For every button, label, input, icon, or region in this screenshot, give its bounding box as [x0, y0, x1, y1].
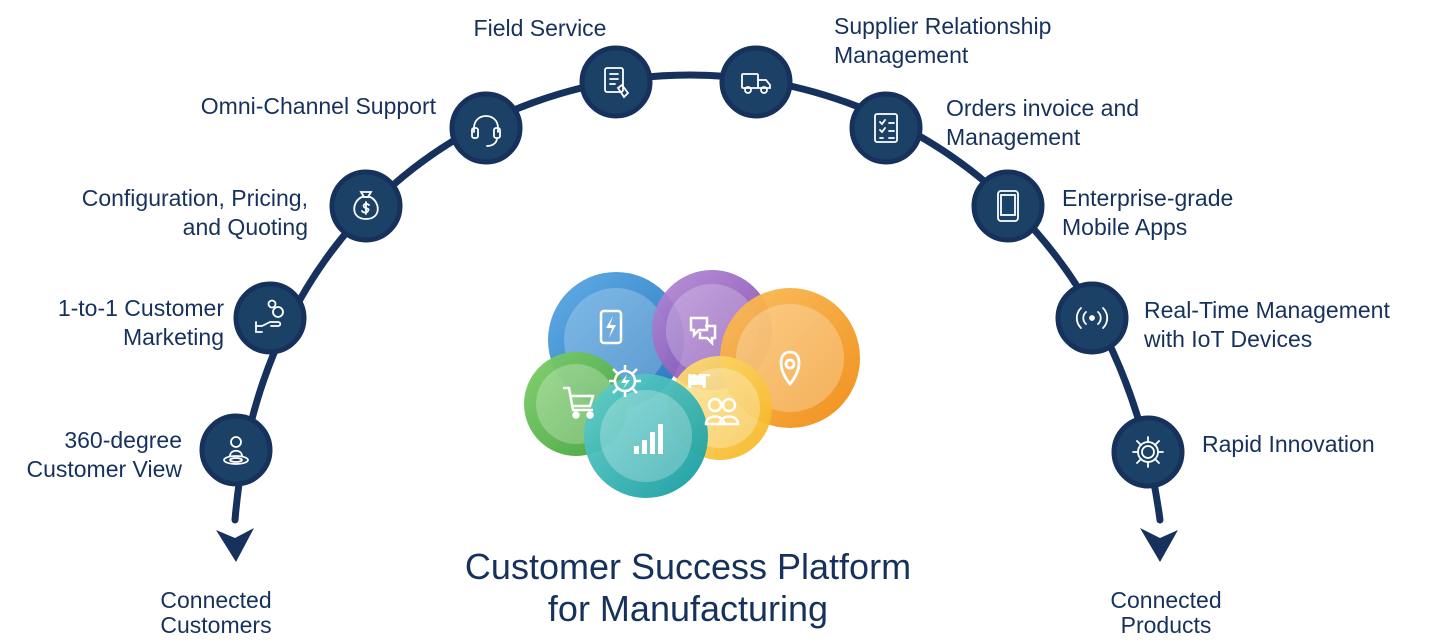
title-line-2: for Manufacturing	[547, 588, 829, 629]
node-label-line: 1-to-1 Customer	[57, 295, 224, 321]
node-label-mobile-apps: Enterprise-grade Mobile Apps	[1062, 184, 1233, 242]
node-label-line: Real-Time Management	[1144, 297, 1390, 323]
chat-bubbles-icon	[689, 316, 717, 347]
hand-coins-icon	[255, 299, 284, 333]
right-arrow-head	[1140, 528, 1178, 562]
node-label-line: Mobile Apps	[1062, 214, 1188, 240]
node-label-customer-marketing: 1-to-1 Customer Marketing	[58, 294, 224, 352]
node-tablet-touch	[579, 45, 653, 119]
node-label-cpq: Configuration, Pricing, and Quoting	[82, 184, 308, 242]
checklist-icon	[874, 113, 898, 143]
page-title: Customer Success Platform for Manufactur…	[0, 546, 1376, 630]
node-label-field-service: Field Service	[440, 14, 640, 43]
node-label-line: Enterprise-grade	[1062, 185, 1234, 211]
endpoint-connected-products: Connected Products	[1086, 588, 1246, 638]
node-circle	[1111, 415, 1185, 489]
shopping-cart-icon	[563, 386, 595, 419]
endpoint-line: Connected	[160, 587, 272, 613]
node-circle	[449, 91, 523, 165]
node-circle	[849, 91, 923, 165]
node-label-line: Field Service	[473, 15, 607, 41]
mobile-device-icon	[997, 190, 1019, 222]
node-circle	[233, 281, 307, 355]
node-label-line: Rapid Innovation	[1202, 431, 1375, 457]
tablet-touch-icon	[604, 67, 630, 99]
truck-icon	[741, 73, 771, 94]
node-circle	[719, 45, 793, 119]
node-money-bag	[329, 169, 403, 243]
node-gear	[1111, 415, 1185, 489]
node-label-line: Marketing	[123, 324, 224, 350]
node-headset	[449, 91, 523, 165]
platform-cloud	[524, 270, 860, 498]
endpoint-line: Customers	[160, 612, 272, 638]
node-label-line: Management	[946, 124, 1081, 150]
node-mobile-device	[971, 169, 1045, 243]
money-bag-icon	[353, 191, 379, 220]
node-checklist	[849, 91, 923, 165]
wireless-signal-icon	[1075, 307, 1109, 329]
node-label-line: and Quoting	[182, 214, 308, 240]
node-hand-coins	[233, 281, 307, 355]
node-label-iot-devices: Real-Time Management with IoT Devices	[1144, 296, 1390, 354]
endpoint-line: Connected	[1110, 587, 1222, 613]
node-label-line: Omni-Channel Support	[200, 93, 436, 119]
node-label-360-customer-view: 360-degree Customer View	[26, 426, 182, 484]
iot-icon: I T	[687, 371, 710, 393]
headset-icon	[471, 115, 501, 147]
node-label-supplier-relationship: Supplier Relationship Management	[834, 12, 1051, 70]
node-label-line: 360-degree	[64, 427, 182, 453]
location-pin-icon	[779, 350, 801, 387]
node-circle	[579, 45, 653, 119]
bar-signal-icon	[634, 424, 663, 454]
node-wireless-signal	[1055, 281, 1129, 355]
node-person-target	[199, 413, 273, 487]
node-label-orders-invoice: Orders invoice and Management	[946, 94, 1139, 152]
node-label-line: with IoT Devices	[1144, 326, 1313, 352]
node-label-line: Orders invoice and	[946, 95, 1140, 121]
node-truck	[719, 45, 793, 119]
settings-bolt-icon	[609, 365, 641, 397]
node-label-line: Supplier Relationship	[834, 13, 1052, 39]
node-label-line: Configuration, Pricing,	[81, 185, 308, 211]
platform-arc	[231, 71, 1164, 524]
node-circle	[971, 169, 1045, 243]
endpoint-connected-customers: Connected Customers	[136, 588, 296, 638]
community-icon	[704, 397, 740, 426]
endpoint-line: Products	[1120, 612, 1212, 638]
lightning-phone-icon	[599, 309, 623, 345]
node-label-line: Customer View	[26, 456, 182, 482]
gear-icon	[1132, 436, 1164, 468]
title-line-1: Customer Success Platform	[464, 546, 912, 587]
node-label-rapid-innovation: Rapid Innovation	[1202, 430, 1375, 459]
node-label-omni-channel-support: Omni-Channel Support	[201, 92, 436, 121]
left-arrow-head	[216, 528, 254, 562]
node-label-line: Management	[834, 42, 969, 68]
person-target-icon	[223, 436, 249, 465]
